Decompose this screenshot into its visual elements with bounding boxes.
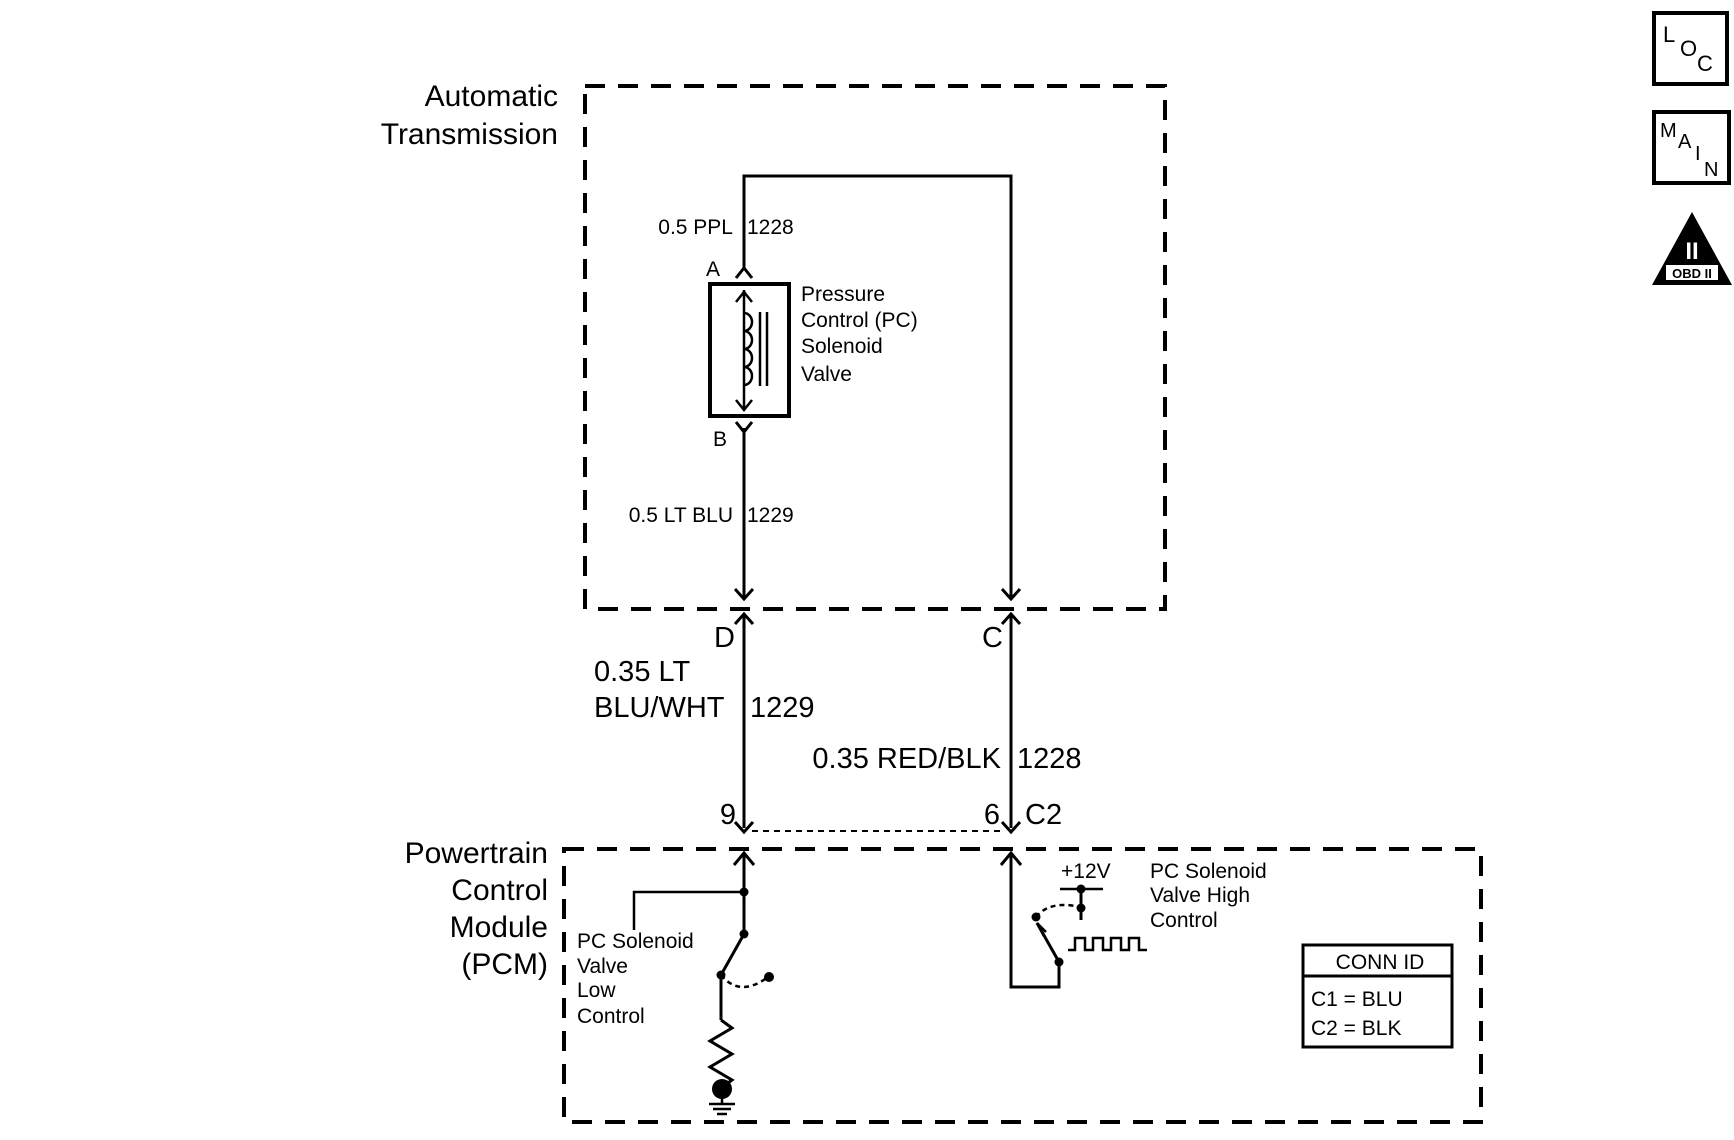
solenoid-coil-icon <box>743 311 754 387</box>
pc-solenoid-valve-symbol <box>708 282 791 418</box>
pin-b-label: B <box>713 428 727 451</box>
wire-a-gauge-color: 0.5 PPL <box>658 216 733 239</box>
obd-ii-numeral: II <box>1685 238 1698 265</box>
high-control-label-line3: Control <box>1150 909 1218 932</box>
main-icon-m: M <box>1660 120 1677 142</box>
pin-a-label: A <box>706 258 720 281</box>
obd-ii-label: OBD II <box>1672 266 1712 281</box>
low-side-driver-circuit <box>632 850 774 1116</box>
solenoid-label-line3: Solenoid <box>801 335 883 358</box>
solenoid-label-line1: Pressure <box>801 283 885 306</box>
loc-icon-c: C <box>1697 51 1713 76</box>
pin-a-connector <box>734 265 754 279</box>
low-control-label-line2: Valve <box>577 955 628 978</box>
wire-a-circuit: 1228 <box>747 216 794 239</box>
connector-c-label: C <box>982 622 1003 654</box>
conn-id-row2: C2 = BLK <box>1311 1017 1401 1040</box>
pcm-title-line4: (PCM) <box>461 948 548 981</box>
obd-ii-button[interactable]: II OBD II <box>1652 212 1732 285</box>
wire-b-gauge-color: 0.5 LT BLU <box>629 504 733 527</box>
conn-id-table <box>1301 943 1454 1049</box>
wire-1228-internal <box>742 174 1013 598</box>
pcm-title-line3: Module <box>450 911 548 944</box>
transmission-title-line2: Transmission <box>381 118 558 151</box>
pcm-connector-label: C2 <box>1025 799 1062 831</box>
pcm-pin-9-label: 9 <box>720 799 736 831</box>
solenoid-label-line2: Control (PC) <box>801 309 918 332</box>
transmission-boundary <box>583 84 1167 611</box>
connector-c-chevron <box>1000 611 1022 626</box>
pcm-pin-9-chevron <box>733 820 755 835</box>
high-control-label-line1: PC Solenoid <box>1150 860 1267 883</box>
resistor-icon <box>707 1018 735 1090</box>
connector-d-label: D <box>714 622 735 654</box>
pwm-signal-icon <box>1068 936 1147 952</box>
main-icon-i: I <box>1695 143 1701 165</box>
wire-high-circuit: 1228 <box>1017 743 1082 775</box>
low-control-label-line4: Control <box>577 1005 645 1028</box>
high-control-label-line2: Valve High <box>1150 884 1250 907</box>
connector-d-chevron <box>733 611 755 626</box>
wire-low-circuit: 1229 <box>750 692 815 724</box>
wire-b-circuit: 1229 <box>747 504 794 527</box>
pcm-pin-6-chevron <box>1000 820 1022 835</box>
loc-button[interactable]: L O C <box>1652 11 1729 86</box>
main-icon-a: A <box>1678 131 1692 153</box>
conn-id-header: CONN ID <box>1336 951 1425 974</box>
conn-id-row1: C1 = BLU <box>1311 988 1403 1011</box>
high-side-driver-circuit <box>999 850 1147 989</box>
loc-icon-o: O <box>1680 36 1697 61</box>
pcm-pin-6-label: 6 <box>984 799 1000 831</box>
arrow-c-internal <box>1000 587 1022 602</box>
main-icon-n: N <box>1704 159 1718 181</box>
wire-high-label: 0.35 RED/BLK <box>812 743 1001 775</box>
ground-node-icon <box>712 1079 732 1099</box>
wire-low-label-line1: 0.35 LT <box>594 656 690 688</box>
loc-icon-l: L <box>1663 22 1675 47</box>
arrow-d-internal <box>733 587 755 602</box>
pcm-title-line1: Powertrain <box>405 837 548 870</box>
main-button[interactable]: M A I N <box>1652 110 1731 185</box>
transmission-title-line1: Automatic <box>425 80 558 113</box>
wire-low-label-line2: BLU/WHT <box>594 692 725 724</box>
low-control-label-line3: Low <box>577 979 616 1002</box>
pcm-title-line2: Control <box>451 874 548 907</box>
supply-voltage-label: +12V <box>1061 860 1111 883</box>
solenoid-label-line4: Valve <box>801 363 852 386</box>
pin-b-connector <box>734 421 754 435</box>
low-control-label-line1: PC Solenoid <box>577 930 694 953</box>
